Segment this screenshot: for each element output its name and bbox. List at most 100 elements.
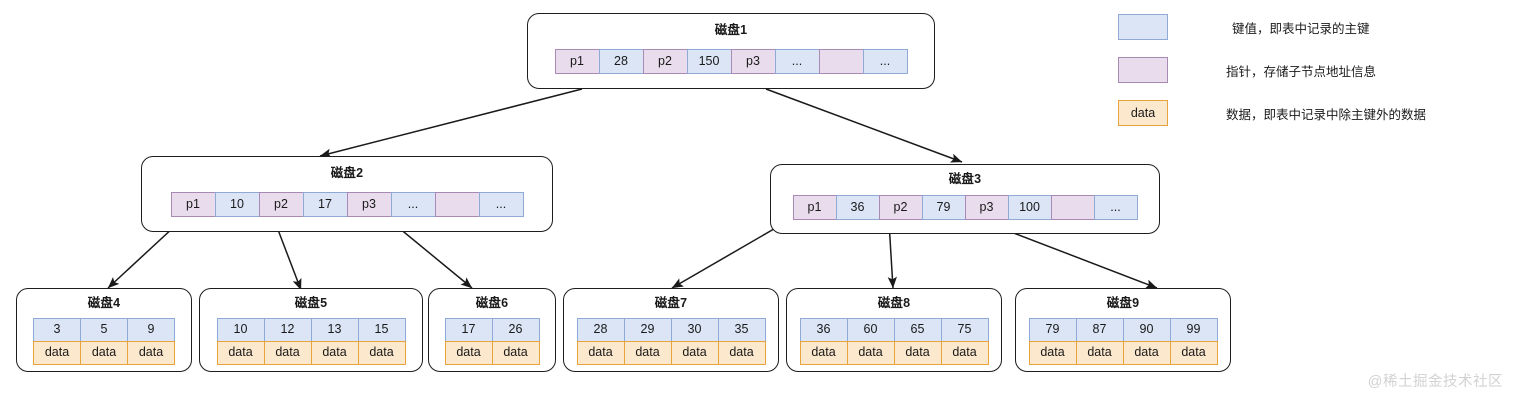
- key-cell[interactable]: 13: [310, 317, 359, 342]
- pointer-cell[interactable]: p3: [964, 194, 1009, 220]
- data-cell[interactable]: data: [846, 340, 895, 365]
- legend-label-data: 数据，即表中记录中除主键外的数据: [1226, 107, 1427, 122]
- key-cell[interactable]: 36: [799, 317, 848, 342]
- key-cell[interactable]: 28: [598, 48, 644, 74]
- data-cell[interactable]: data: [80, 340, 128, 365]
- node-title: 磁盘8: [877, 296, 911, 310]
- key-cell[interactable]: 36: [835, 194, 880, 220]
- key-cell[interactable]: 100: [1007, 194, 1052, 220]
- legend: 键值，即表中记录的主键 指针，存储子节点地址信息 data 数据，即表中记录中除…: [1118, 8, 1510, 137]
- data-cell[interactable]: data: [216, 340, 265, 365]
- data-cell[interactable]: data: [444, 340, 493, 365]
- data-cell[interactable]: data: [670, 340, 719, 365]
- key-cell[interactable]: 79: [1028, 317, 1077, 342]
- key-cell[interactable]: ...: [862, 48, 908, 74]
- pointer-cell[interactable]: [818, 48, 864, 74]
- key-cell[interactable]: 99: [1169, 317, 1218, 342]
- key-cell[interactable]: 9: [127, 317, 175, 342]
- key-cell[interactable]: ...: [774, 48, 820, 74]
- data-cell[interactable]: data: [893, 340, 942, 365]
- data-cell[interactable]: data: [717, 340, 766, 365]
- pointer-cell[interactable]: [434, 191, 480, 217]
- edge-root-to-disk3: [765, 88, 963, 163]
- data-cell[interactable]: data: [1169, 340, 1218, 365]
- data-cell[interactable]: data: [1075, 340, 1124, 365]
- key-cell[interactable]: 26: [491, 317, 540, 342]
- legend-item-key: 键值，即表中记录的主键: [1118, 8, 1510, 46]
- key-cell[interactable]: 17: [444, 317, 493, 342]
- pointer-cell[interactable]: p2: [258, 191, 304, 217]
- key-cell[interactable]: 5: [80, 317, 128, 342]
- key-cell[interactable]: 90: [1122, 317, 1171, 342]
- data-cell[interactable]: data: [491, 340, 540, 365]
- key-cell[interactable]: 3: [33, 317, 81, 342]
- data-cell[interactable]: data: [623, 340, 672, 365]
- key-cell[interactable]: 35: [717, 317, 766, 342]
- pointer-cell[interactable]: p2: [642, 48, 688, 74]
- data-cell[interactable]: data: [33, 340, 81, 365]
- data-cell[interactable]: data: [940, 340, 989, 365]
- data-cell[interactable]: data: [799, 340, 848, 365]
- key-cell[interactable]: 65: [893, 317, 942, 342]
- key-cell[interactable]: 28: [576, 317, 625, 342]
- pointer-cell[interactable]: p1: [792, 194, 837, 220]
- key-cell[interactable]: ...: [1093, 194, 1138, 220]
- node-title: 磁盘6: [475, 296, 509, 310]
- pointer-cell[interactable]: [1050, 194, 1095, 220]
- pointer-cell[interactable]: p3: [346, 191, 392, 217]
- legend-swatch-key: [1118, 14, 1168, 40]
- data-cell[interactable]: data: [1122, 340, 1171, 365]
- key-cell[interactable]: 29: [623, 317, 672, 342]
- key-cell[interactable]: 60: [846, 317, 895, 342]
- key-cell[interactable]: 17: [302, 191, 348, 217]
- key-cell[interactable]: 10: [216, 317, 265, 342]
- key-cell[interactable]: 30: [670, 317, 719, 342]
- data-cell[interactable]: data: [576, 340, 625, 365]
- key-cell[interactable]: 87: [1075, 317, 1124, 342]
- node-title: 磁盘2: [330, 166, 364, 180]
- edge-root-to-disk2: [319, 88, 583, 158]
- pointer-cell[interactable]: p2: [878, 194, 923, 220]
- data-cell[interactable]: data: [1028, 340, 1077, 365]
- data-cell[interactable]: data: [127, 340, 175, 365]
- data-cell[interactable]: data: [263, 340, 312, 365]
- node-title: 磁盘3: [948, 172, 982, 186]
- edge-disk3-to-disk7: [671, 221, 787, 289]
- key-cell[interactable]: 150: [686, 48, 732, 74]
- key-cell[interactable]: ...: [390, 191, 436, 217]
- key-cell[interactable]: 79: [921, 194, 966, 220]
- key-cell[interactable]: 75: [940, 317, 989, 342]
- key-cell[interactable]: 12: [263, 317, 312, 342]
- data-cell[interactable]: data: [310, 340, 359, 365]
- data-cell[interactable]: data: [357, 340, 406, 365]
- key-cell[interactable]: 10: [214, 191, 260, 217]
- pointer-cell[interactable]: p1: [170, 191, 216, 217]
- key-cell[interactable]: 15: [357, 317, 406, 342]
- legend-swatch-data: data: [1118, 100, 1168, 126]
- key-cell[interactable]: ...: [478, 191, 524, 217]
- legend-swatch-pointer: [1118, 57, 1168, 83]
- node-title: 磁盘1: [714, 23, 748, 37]
- legend-label-pointer: 指针，存储子节点地址信息: [1226, 64, 1377, 79]
- pointer-cell[interactable]: p1: [554, 48, 600, 74]
- pointer-cell[interactable]: p3: [730, 48, 776, 74]
